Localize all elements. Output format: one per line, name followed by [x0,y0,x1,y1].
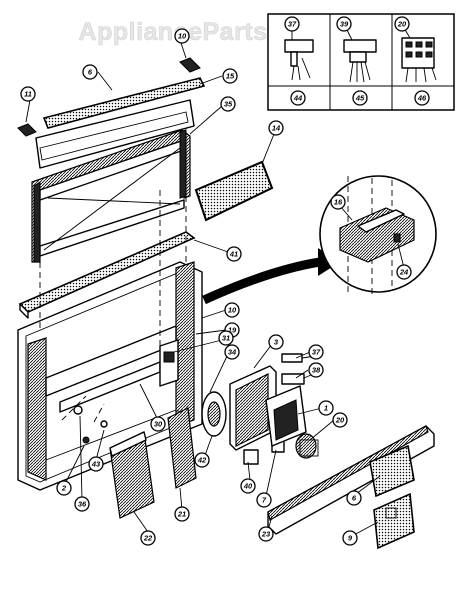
callout-38: 38 [308,362,324,378]
frame-35 [31,129,191,263]
svg-text:40: 40 [243,482,253,491]
callout-35: 35 [220,96,236,112]
callout-9: 9 [342,530,358,546]
callout-45: 45 [352,90,368,106]
panel-22 [109,431,155,519]
callout-24: 24 [396,264,412,280]
callout-44: 44 [290,90,306,106]
callout-40: 40 [240,478,256,494]
detail-circle [319,175,437,294]
top-rail-assembly [17,57,206,169]
relay-1 [265,385,307,447]
svg-text:10: 10 [228,306,237,315]
callout-41: 41 [226,246,242,262]
callout-36: 36 [74,496,90,512]
svg-text:23: 23 [261,530,271,539]
svg-text:22: 22 [143,534,153,543]
panel-21 [167,407,197,489]
callout-23: 23 [258,526,274,542]
callout-39: 39 [336,16,352,32]
terminals-37-38 [281,353,319,385]
svg-text:1: 1 [324,404,328,413]
svg-text:7: 7 [262,496,267,505]
svg-text:9: 9 [348,534,353,543]
svg-text:11: 11 [24,90,32,99]
control-bracket-3 [229,365,285,465]
callout-20: 20 [332,412,348,428]
svg-text:34: 34 [228,348,237,357]
svg-text:31: 31 [222,334,230,343]
svg-text:16: 16 [334,198,343,207]
callout-1: 1 [318,400,334,416]
callout-34: 34 [224,344,240,360]
svg-text:2: 2 [61,484,67,493]
timer-knob-42 [201,391,227,437]
svg-text:37: 37 [312,348,321,357]
svg-text:38: 38 [312,366,321,375]
svg-text:46: 46 [417,94,427,103]
svg-text:15: 15 [226,72,235,81]
fasteners [73,405,108,444]
svg-text:6: 6 [352,494,357,503]
svg-text:19: 19 [228,326,237,335]
callout-2: 2 [56,480,72,496]
svg-text:39: 39 [340,20,349,29]
callout-20b: 20 [394,16,410,32]
svg-text:44: 44 [293,94,303,103]
svg-text:24: 24 [399,268,409,277]
callout-6b: 6 [346,490,362,506]
svg-text:10: 10 [178,32,187,41]
callout-42: 42 [194,452,210,468]
callout-11: 11 [20,86,36,102]
svg-text:42: 42 [197,456,207,465]
callout-15: 15 [222,68,238,84]
svg-text:45: 45 [355,94,365,103]
callout-3: 3 [268,334,284,350]
callout-6: 6 [82,64,98,80]
callout-16: 16 [330,194,346,210]
callout-37: 37 [308,344,324,360]
callout-46: 46 [414,90,430,106]
svg-text:14: 14 [272,124,281,133]
connector-44 [284,39,314,81]
main-cabinet [17,261,203,491]
svg-text:3: 3 [274,338,279,347]
callout-10b: 10 [224,302,240,318]
svg-text:35: 35 [224,100,233,109]
connector-45 [343,39,377,83]
svg-text:36: 36 [78,500,87,509]
svg-text:30: 30 [154,420,163,429]
filter-14 [194,160,274,222]
callout-37b: 37 [284,16,300,32]
svg-text:21: 21 [177,510,186,519]
detail-arrow [202,248,340,305]
callout-10: 10 [174,28,190,44]
callout-21: 21 [174,506,190,522]
strip-41 [18,231,196,319]
svg-text:43: 43 [91,460,101,469]
svg-text:41: 41 [229,250,238,259]
callout-14: 14 [268,120,284,136]
svg-text:20: 20 [397,20,407,29]
plate-6 [369,444,415,498]
svg-text:20: 20 [335,416,345,425]
callout-7: 7 [256,492,272,508]
plate-9 [373,492,415,550]
callout-30: 30 [150,416,166,432]
svg-text:37: 37 [288,20,297,29]
connector-46 [401,37,437,83]
svg-text:6: 6 [88,68,93,77]
callout-43: 43 [88,456,104,472]
thermostat-20 [295,433,319,459]
callout-22: 22 [140,530,156,546]
callout-31: 31 [218,330,234,346]
